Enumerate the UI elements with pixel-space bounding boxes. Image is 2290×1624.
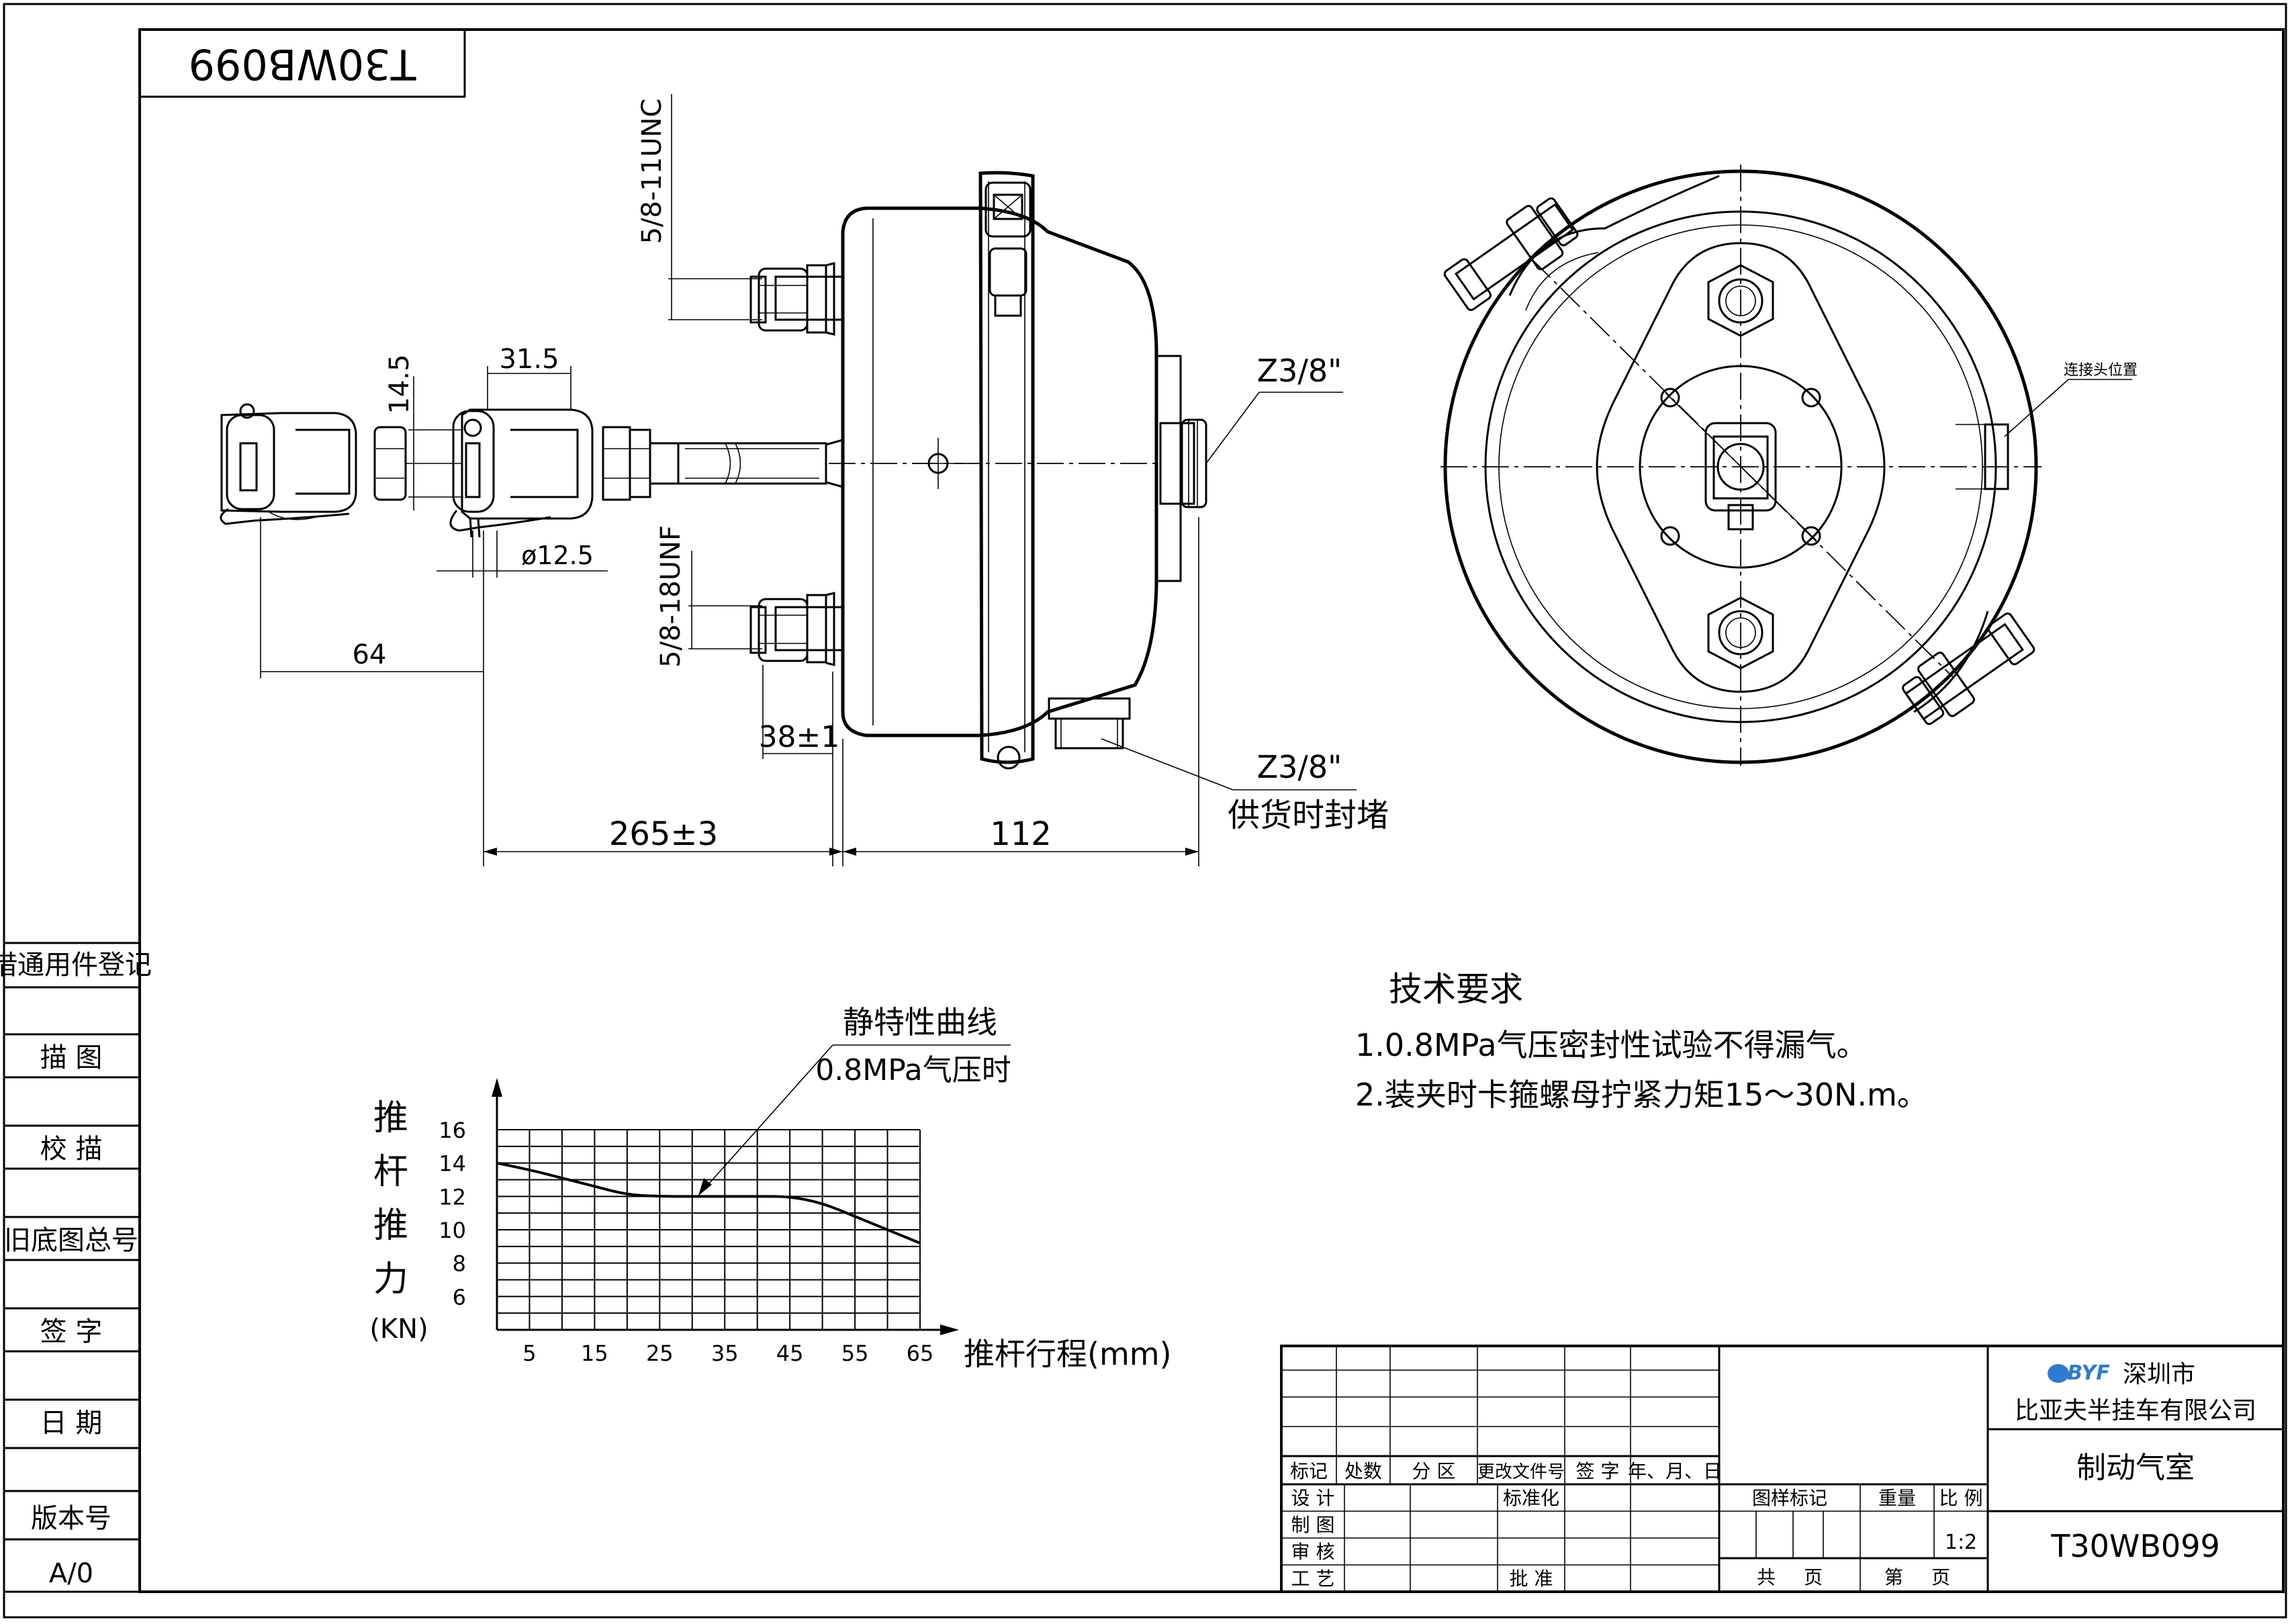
tech-item-2: 2.装夹时卡箍螺母拧紧力矩15～30N.m。 [1355,1077,1928,1113]
register-cell: 签 字 [40,1316,103,1347]
chart-ylabel-char: 杆 [373,1152,408,1192]
tb-stage-mark: 图样标记 [1752,1487,1827,1509]
tb-page-unit: 页 [1804,1566,1823,1588]
tb-total-label: 共 [1757,1566,1776,1588]
company-name: 比亚夫半挂车有限公司 [2015,1397,2256,1425]
dim-31-5: 31.5 [499,344,559,375]
register-cell: 校 描 [40,1134,103,1165]
dim-112: 112 [990,815,1052,853]
chart-y-arrow [492,1078,502,1097]
tb-scale-label: 比 例 [1939,1487,1983,1509]
dim-265: 265±3 [609,815,718,853]
chart-ylabel-char: 力 [373,1259,408,1300]
title-block: 标记 处数 分 区 更改文件号 签 字 年、月、日 设 计 制 图 审 核 工 … [1280,1345,2285,1593]
tb-approve: 批 准 [1510,1568,1553,1590]
tb-current-label: 第 [1884,1566,1903,1588]
chart-x-tick-label: 5 [522,1341,536,1366]
tb-weight: 重量 [1878,1487,1916,1509]
tech-title: 技术要求 [1389,970,1523,1009]
chart-y-ticks: 16 14 12 10 8 6 [439,1118,466,1310]
chart-y-tick-label: 16 [439,1118,466,1143]
register-cell: A/0 [49,1558,93,1589]
inner-border [138,28,2285,1593]
dim-64: 64 [353,639,387,670]
port-bottom-note: 供货时封堵 [1228,797,1389,834]
tb-standardize: 标准化 [1503,1487,1559,1509]
tb-row-label: 审 核 [1291,1541,1335,1563]
side-view [220,171,1207,770]
dim-14-5: 14.5 [384,354,415,414]
mirrored-drawing-number: T30WB099 [189,40,417,89]
dim-38: 38±1 [759,720,840,754]
chart-y-tick-label: 14 [439,1151,466,1177]
thread-bottom-label: 5/8-18UNF [655,525,686,668]
chart-ylabel-char: 推 [373,1206,408,1246]
left-register-column: 借通用件登记 描 图 校 描 旧底图总号 签 字 日 期 版本号 A/0 [0,942,152,1593]
company-logo-text: BYF [2067,1361,2110,1385]
tb-col-header: 标记 [1290,1460,1328,1482]
chart-y-tick-label: 6 [453,1284,466,1310]
chart-x-tick-label: 65 [907,1341,934,1366]
chart-x-tick-label: 25 [646,1341,674,1366]
register-cell: 版本号 [31,1503,111,1534]
chart-x-tick-label: 55 [841,1341,869,1366]
company-city: 深圳市 [2123,1361,2195,1388]
chart-x-tick-label: 15 [581,1341,608,1366]
connector-position-label: 连接头位置 [2064,362,2138,379]
chart-x-arrow [940,1324,959,1335]
tb-col-header: 处数 [1344,1460,1382,1482]
company-logo-mark [2048,1364,2069,1383]
register-cell: 日 期 [40,1408,103,1439]
register-cell: 描 图 [40,1042,103,1073]
part-name: 制动气室 [2076,1451,2195,1485]
tb-col-header: 签 字 [1576,1460,1620,1482]
chart-y-tick-label: 8 [453,1251,466,1277]
register-cell: 旧底图总号 [4,1225,138,1256]
outer-border [3,3,2287,1619]
register-cell: 借通用件登记 [0,950,152,981]
chart-subtitle: 0.8MPa气压时 [815,1053,1011,1087]
chart-grid [497,1129,921,1330]
thread-top-label: 5/8-11UNC [637,99,668,244]
dim-diameter: ø12.5 [521,541,594,570]
front-view: 连接头位置 [1440,165,2138,766]
chart-series-line [496,1161,921,1245]
static-characteristic-chart: 16 14 12 10 8 6 5 15 25 35 45 55 65 推 杆 推 力 (KN) 推杆… [369,1004,1171,1372]
tb-page-unit: 页 [1931,1566,1950,1588]
tb-col-header: 更改文件号 [1477,1462,1565,1482]
chart-y-tick-label: 10 [439,1218,466,1243]
chart-title: 静特性曲线 [843,1004,997,1040]
chart-xlabel: 推杆行程(mm) [964,1336,1172,1372]
tb-scale-value: 1:2 [1945,1531,1977,1554]
tb-row-label: 设 计 [1291,1487,1335,1509]
port-bottom-label: Z3/8" [1257,749,1342,785]
tb-row-label: 工 艺 [1291,1568,1335,1590]
tb-col-header: 分 区 [1412,1460,1456,1482]
port-right-label: Z3/8" [1257,353,1342,389]
mirrored-number-box: T30WB099 [138,28,466,98]
side-dimensions: 5/8-11UNC 5/8-18UNF 31.5 14.5 ø12.5 64 3… [260,94,1389,866]
tb-col-header: 年、月、日 [1628,1460,1722,1482]
tech-item-1: 1.0.8MPa气压密封性试验不得漏气。 [1355,1027,1868,1063]
chart-x-ticks: 5 15 25 35 45 55 65 [522,1341,933,1366]
title-block-drawing-number: T30WB099 [2050,1528,2219,1564]
chart-x-tick-label: 35 [711,1341,739,1366]
chart-y-tick-label: 12 [439,1184,466,1210]
chart-ylabel-unit: (KN) [369,1314,428,1345]
tech-requirements: 技术要求 1.0.8MPa气压密封性试验不得漏气。 2.装夹时卡箍螺母拧紧力矩1… [1355,970,1928,1113]
chart-x-tick-label: 45 [776,1341,804,1366]
tb-row-label: 制 图 [1291,1514,1335,1536]
chart-ylabel-char: 推 [373,1098,408,1138]
